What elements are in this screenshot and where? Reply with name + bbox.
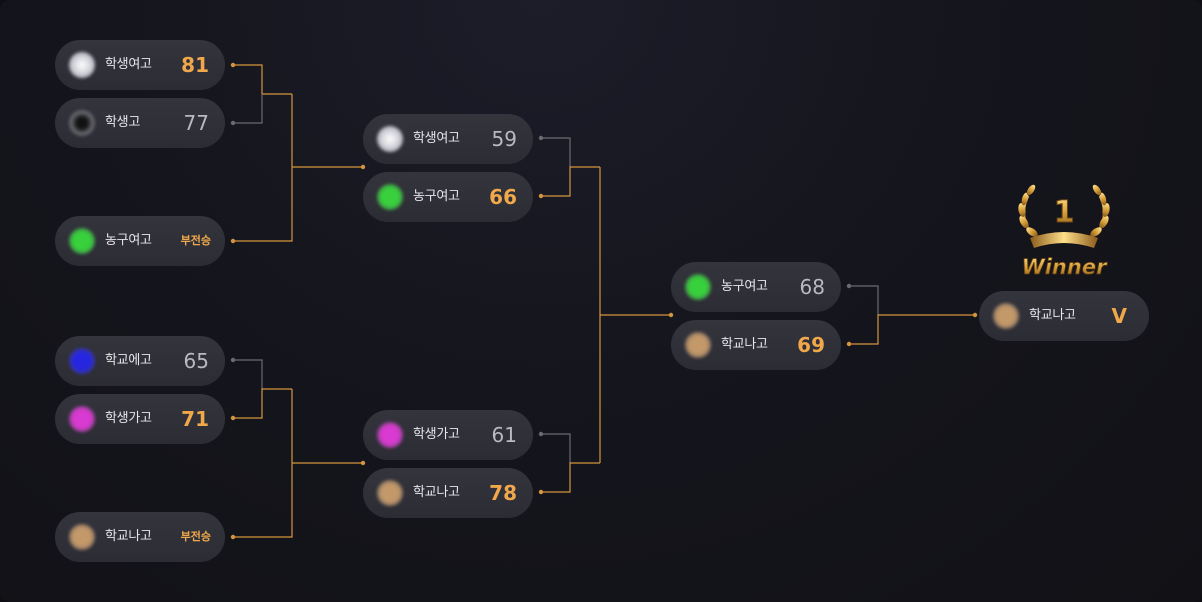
match-slot-final[interactable]: 학교나고 69 — [671, 320, 841, 370]
match-slot-round1[interactable]: 학생여고 81 — [55, 40, 225, 90]
connector-line — [541, 462, 600, 493]
winner-trophy-icon: 1 Winner — [1018, 184, 1110, 279]
team-score: 59 — [491, 127, 517, 151]
winner-mark: V — [1111, 304, 1127, 328]
connector-line — [849, 285, 879, 315]
connector-line — [233, 64, 292, 95]
team-name: 농구여고 — [721, 279, 768, 294]
team-name: 학생여고 — [105, 57, 152, 72]
connector-dot — [538, 135, 544, 141]
bye-badge: 부전승 — [180, 234, 211, 247]
match-slot-round2[interactable]: 농구여고 66 — [363, 172, 533, 222]
match-slot-round1[interactable]: 학생고 77 — [55, 98, 225, 148]
team-score: 81 — [181, 53, 209, 77]
team-logo-icon — [377, 422, 403, 448]
team-score: 68 — [799, 275, 825, 299]
connector-dot — [538, 489, 544, 495]
team-name: 학생고 — [105, 115, 140, 130]
team-score: 65 — [183, 349, 209, 373]
team-name: 학교에고 — [105, 353, 152, 368]
team-logo-icon — [69, 110, 95, 136]
connector-dot — [230, 120, 236, 126]
team-logo-icon — [377, 480, 403, 506]
team-name: 학교나고 — [105, 529, 152, 544]
team-name: 학생여고 — [413, 131, 460, 146]
team-logo-icon — [993, 303, 1019, 329]
team-score: 77 — [183, 111, 209, 135]
team-logo-icon — [377, 184, 403, 210]
connector-dot — [230, 415, 236, 421]
connector-line — [233, 388, 292, 419]
team-logo-icon — [69, 52, 95, 78]
team-logo-icon — [377, 126, 403, 152]
match-slot-round1[interactable]: 학교에고 65 — [55, 336, 225, 386]
laurel-wreath-icon — [1018, 184, 1110, 240]
match-slot-final[interactable]: 농구여고 68 — [671, 262, 841, 312]
team-name: 학교나고 — [721, 337, 768, 352]
team-score: 69 — [797, 333, 825, 357]
team-score: 66 — [489, 185, 517, 209]
match-slot-round2[interactable]: 학생가고 61 — [363, 410, 533, 460]
connector-dot — [230, 534, 236, 540]
team-name: 농구여고 — [413, 189, 460, 204]
match-slot-round2[interactable]: 학교나고 78 — [363, 468, 533, 518]
connector-dot — [360, 164, 366, 170]
trophy-rank: 1 — [1054, 195, 1075, 230]
connector-line — [233, 94, 263, 124]
connector-line — [541, 137, 571, 167]
team-logo-icon — [685, 274, 711, 300]
team-score: 78 — [489, 481, 517, 505]
connector-line — [233, 359, 263, 389]
connector-dot — [668, 312, 674, 318]
connector-dot — [846, 283, 852, 289]
connector-dot — [230, 238, 236, 244]
match-slot-round1[interactable]: 농구여고 부전승 — [55, 216, 225, 266]
match-slot-round1[interactable]: 학교나고 부전승 — [55, 512, 225, 562]
connector-dot — [972, 312, 978, 318]
connector-dot — [230, 357, 236, 363]
connector-dot — [360, 460, 366, 466]
winner-title: Winner — [1022, 255, 1109, 279]
team-name: 학생가고 — [413, 427, 460, 442]
connector-line — [541, 166, 600, 197]
ribbon-icon — [1030, 232, 1098, 248]
team-score: 71 — [181, 407, 209, 431]
team-name: 학교나고 — [413, 485, 460, 500]
match-slot-round1[interactable]: 학생가고 71 — [55, 394, 225, 444]
team-name: 농구여고 — [105, 233, 152, 248]
connector-dot — [230, 62, 236, 68]
match-slot-round2[interactable]: 학생여고 59 — [363, 114, 533, 164]
connector-dot — [538, 431, 544, 437]
champion-slot[interactable]: 학교나고 V — [979, 291, 1149, 341]
connector-line — [233, 389, 293, 538]
connector-dot — [846, 341, 852, 347]
connector-dot — [538, 193, 544, 199]
champion-name: 학교나고 — [1029, 308, 1076, 323]
team-name: 학생가고 — [105, 411, 152, 426]
team-logo-icon — [69, 406, 95, 432]
team-score: 61 — [491, 423, 517, 447]
team-logo-icon — [69, 348, 95, 374]
connector-line — [541, 433, 571, 463]
team-logo-icon — [69, 228, 95, 254]
team-logo-icon — [69, 524, 95, 550]
connector-line — [849, 314, 975, 345]
bye-badge: 부전승 — [180, 530, 211, 543]
connector-line — [233, 94, 293, 242]
team-logo-icon — [685, 332, 711, 358]
